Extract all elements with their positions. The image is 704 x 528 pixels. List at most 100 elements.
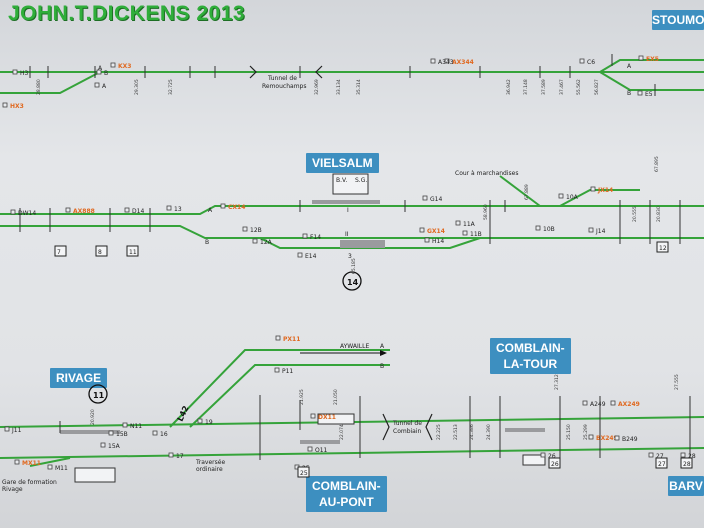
signal-id-label: H3 (20, 70, 29, 77)
signal-id-label: O11 (315, 447, 328, 454)
signal-black: G14 (422, 195, 442, 203)
track-letter-a-vielsalm: A (208, 207, 213, 214)
signal-id-label: 11B (470, 231, 482, 238)
signal-lamp (680, 452, 686, 458)
signal-orange: AX249 (610, 400, 640, 408)
signal-orange: MX11 (14, 459, 41, 467)
circle-14 (342, 271, 362, 291)
km-label: 67.895 (654, 156, 660, 172)
signal-id-label: A343 (438, 59, 454, 66)
km-label: 21.050 (333, 389, 339, 405)
signal-lamp (242, 226, 248, 232)
track-lower-main-lower (0, 447, 704, 459)
km-label: 37.589 (541, 79, 547, 95)
arrow-aywaille-head (380, 350, 387, 356)
station-comblain-la-tour: COMBLAIN- LA-TOUR (490, 338, 571, 374)
track-top-branch-left (0, 71, 101, 94)
signal-orange: AX344 (444, 58, 474, 66)
signal-black: H14 (424, 237, 444, 245)
station-vielsalm: VIELSALM (306, 153, 379, 173)
track-number-3: 3 (348, 253, 352, 260)
box-label-bv: B.V. (336, 177, 347, 184)
signal-lamp (108, 430, 114, 436)
block-number-label: 28 (683, 461, 691, 468)
signal-black: B249 (614, 435, 638, 443)
km-label: 29.305 (134, 79, 140, 95)
block-number-box (95, 245, 108, 257)
signal-black: 11B (462, 230, 482, 238)
signal-orange: PX11 (275, 335, 300, 343)
signal-id-label: A249 (590, 401, 606, 408)
track-top-station-a (599, 59, 704, 73)
circle-11 (88, 384, 108, 404)
platform-vielsalm-1 (312, 200, 380, 204)
signal-id-label: C6 (587, 59, 595, 66)
tunnel-remouchamps-line1: Tunnel de (267, 75, 297, 82)
signal-lamp (430, 58, 436, 64)
km-label: 20.920 (90, 409, 96, 425)
signal-label: HX3 (10, 103, 24, 110)
track-numeral-i: I (347, 207, 349, 214)
track-numeral-ii: II (345, 231, 349, 238)
km-label: 33.134 (336, 79, 342, 95)
signal-lamp (302, 233, 308, 239)
signal-black: DW14 (10, 209, 36, 217)
signal-orange: AX888 (65, 207, 95, 215)
track-letter-a-top: A (98, 65, 103, 72)
signal-black: C6 (579, 58, 595, 66)
station-comblain-au-pont: COMBLAIN- AU-PONT (306, 476, 387, 512)
block-number: 25 (297, 466, 310, 478)
signal-black: M11 (47, 464, 68, 472)
signal-lamp (168, 452, 174, 458)
signal-black: 11A (455, 220, 476, 228)
signal-label: PX11 (283, 336, 300, 343)
signal-black: 17 (168, 452, 184, 460)
km-label: 24.390 (486, 424, 492, 440)
block-number-label: 7 (57, 249, 61, 256)
signal-orange: EX5 (638, 55, 659, 63)
box-bv-sg-la-tour (522, 454, 546, 466)
note-faisceau-2: Rivage (2, 486, 23, 493)
track-letter-b-vielsalm: B (205, 239, 209, 246)
block-number: 27 (655, 457, 668, 469)
track-vielsalm-a (0, 205, 704, 215)
signal-black: A343 (430, 58, 454, 66)
signal-orange: HX3 (2, 102, 24, 110)
signal-id-label: B (104, 70, 108, 77)
signal-id-label: 17 (176, 453, 184, 460)
signal-lamp (462, 230, 468, 236)
block-number: 26 (548, 457, 561, 469)
track-cour-marchandises (499, 175, 541, 207)
signal-id-label: 15B (116, 431, 128, 438)
signal-lamp (582, 400, 588, 406)
km-label: 21.925 (299, 389, 305, 405)
signal-id-label: E5 (645, 91, 653, 98)
signal-label: EX5 (646, 56, 659, 63)
signal-id-label: 12B (250, 227, 262, 234)
signal-lamp (100, 442, 106, 448)
km-label: 35.314 (356, 79, 362, 95)
platform-rivage (60, 430, 120, 434)
signal-id-label: E14 (305, 253, 317, 260)
signal-lamp (274, 367, 280, 373)
signal-lamp (419, 227, 425, 233)
signal-lamp (10, 209, 16, 215)
block-number-label: 12 (659, 245, 667, 252)
signal-lamp (252, 238, 258, 244)
signal-lamp (444, 58, 450, 64)
signal-lamp (310, 413, 316, 419)
signal-black: P11 (274, 367, 293, 375)
signal-black: A249 (582, 400, 606, 408)
signal-black: O11 (307, 446, 328, 454)
km-label: 20.555 (632, 206, 638, 222)
signal-lamp (422, 195, 428, 201)
signal-lamp (124, 207, 130, 213)
km-label: 27.555 (674, 374, 680, 390)
signal-label: BX249 (596, 435, 618, 442)
signal-label: JX14 (597, 187, 613, 194)
signal-id-label: B249 (622, 436, 638, 443)
signal-lamp (535, 225, 541, 231)
signal-lamp (122, 422, 128, 428)
signal-black: B (96, 69, 108, 77)
